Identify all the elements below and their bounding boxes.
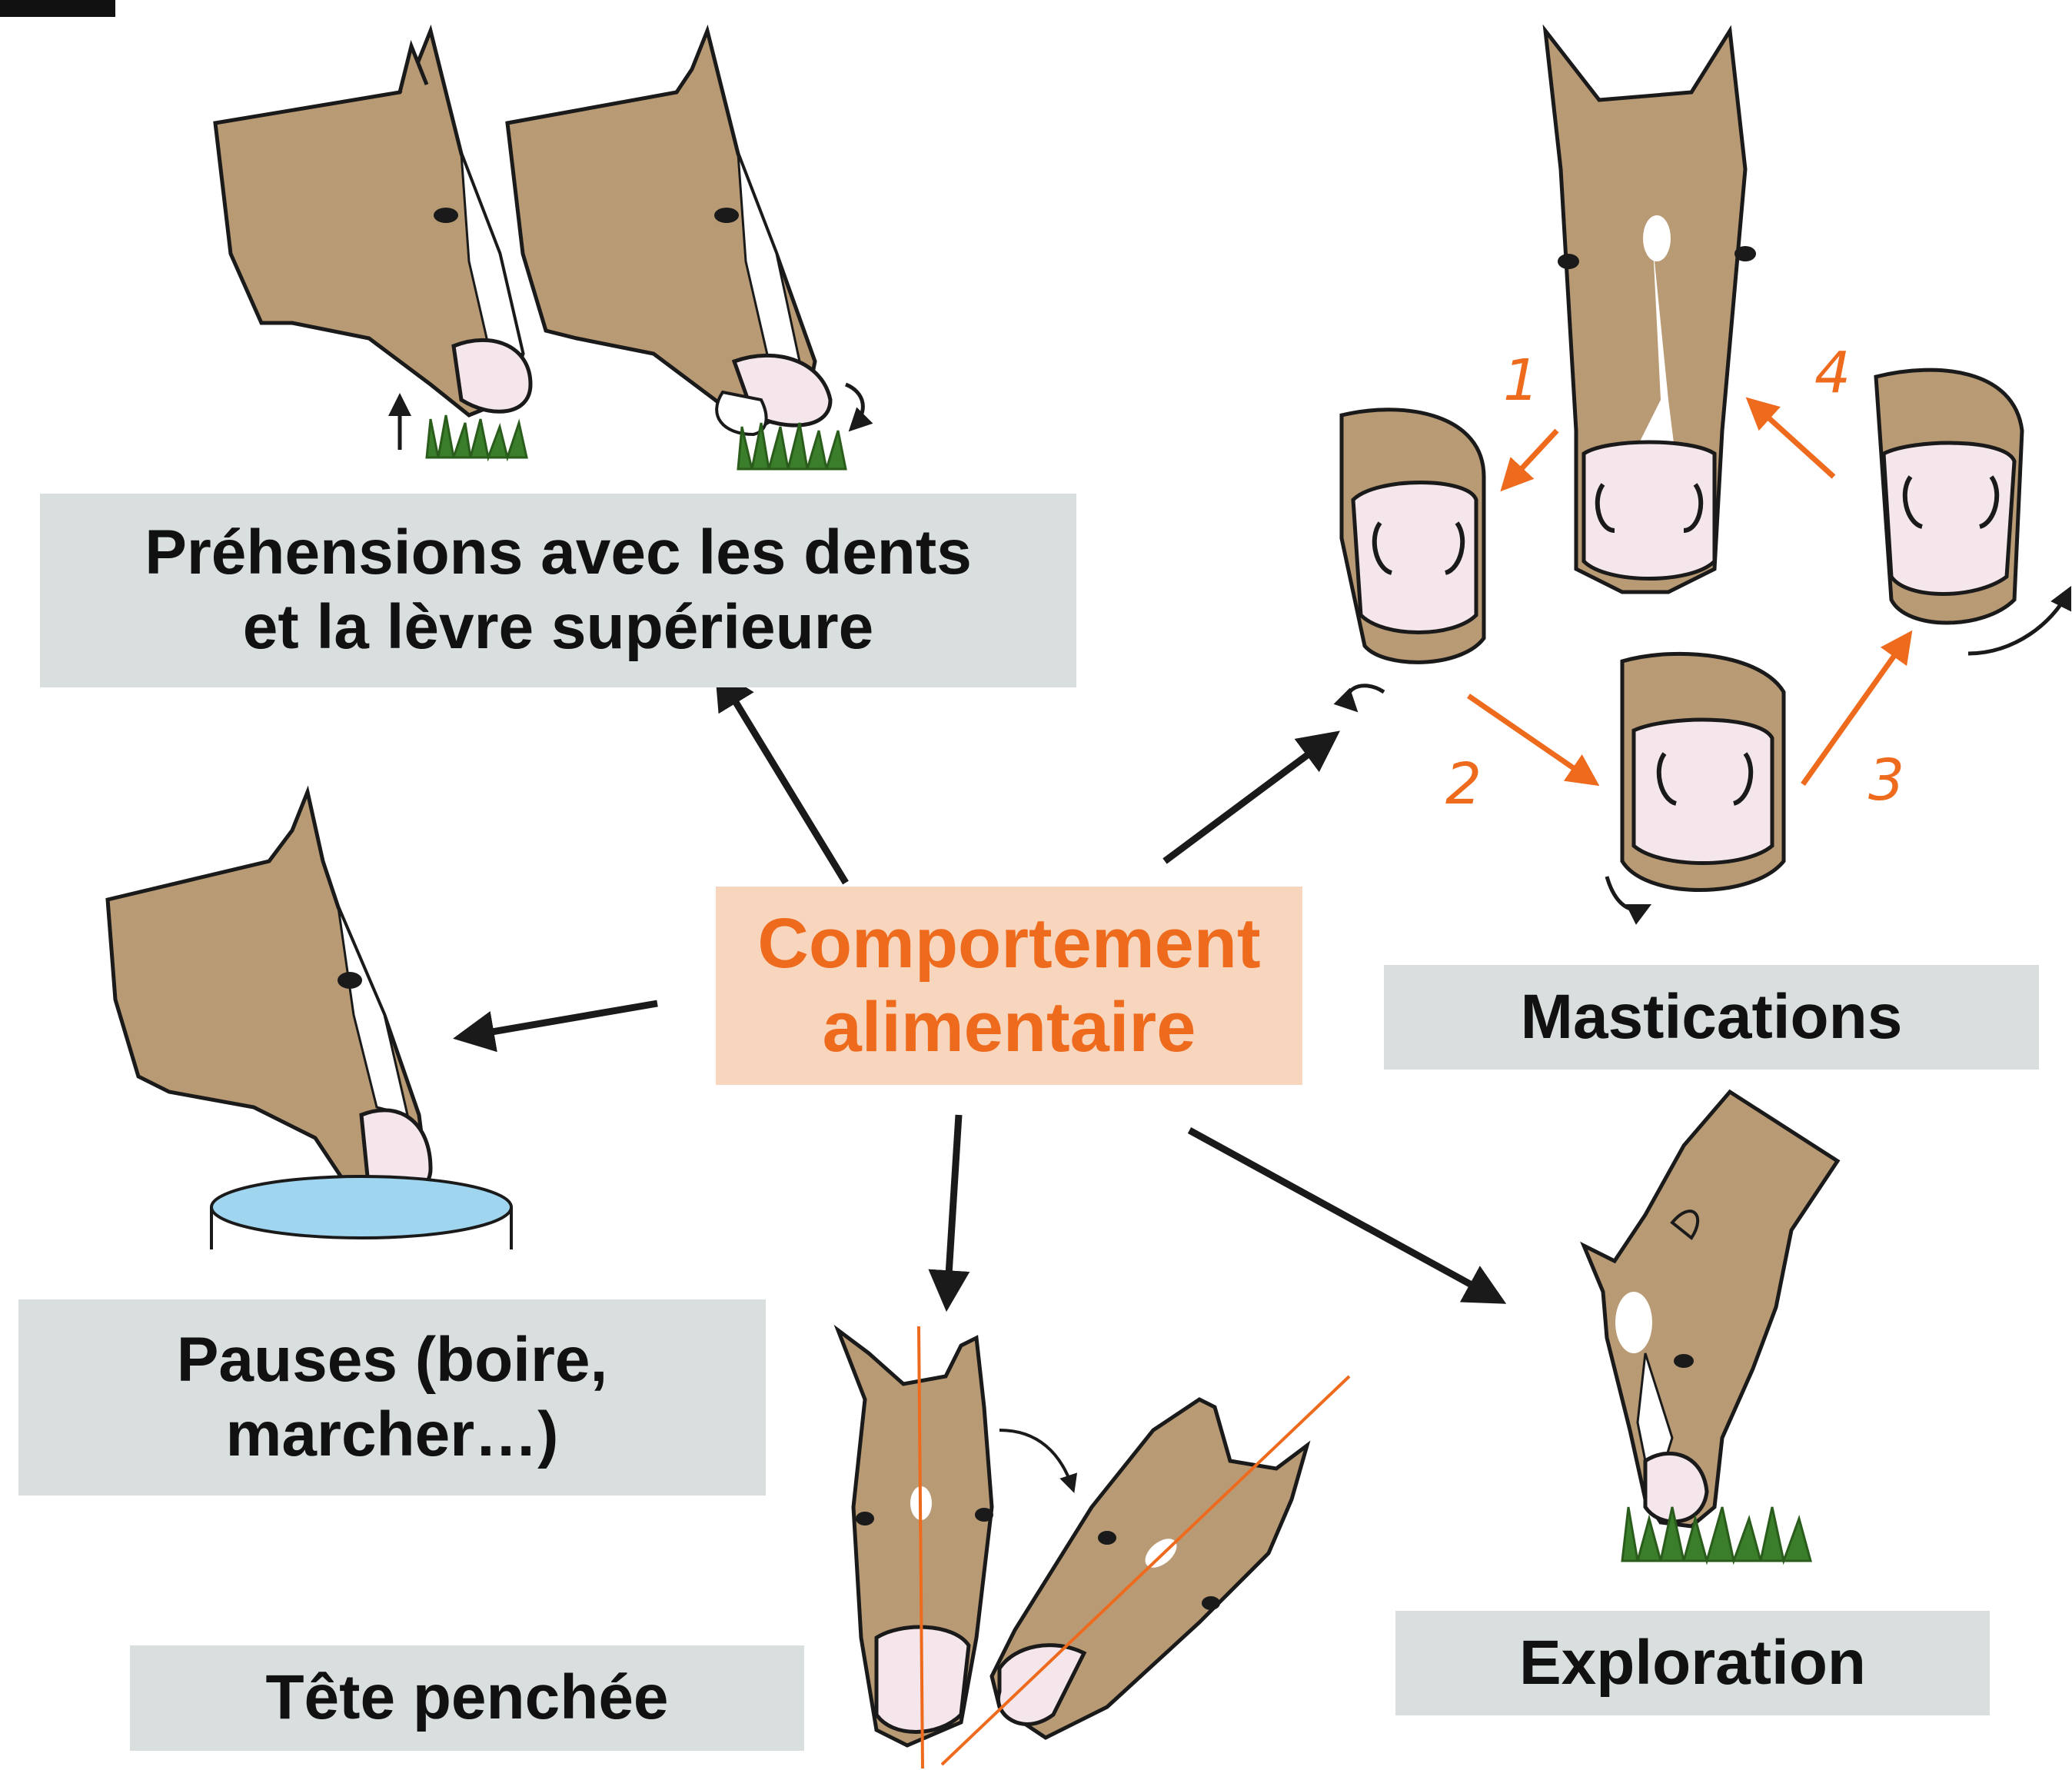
horse-head-icon	[1545, 31, 1756, 592]
crop-edge-mark	[0, 0, 115, 17]
arrow-icon	[846, 384, 863, 427]
water-bucket-icon	[211, 1176, 511, 1249]
label-prehension-line1: Préhensions avec les dents	[145, 516, 972, 591]
label-pauses: Pauses (boire, marcher…)	[18, 1299, 766, 1496]
horse-head-icon	[1584, 1092, 1838, 1526]
arrow-icon	[1753, 404, 1834, 477]
arrow-to-tete	[947, 1115, 959, 1299]
muzzle-icon	[1622, 654, 1784, 890]
sequence-number: 1	[1503, 348, 1539, 414]
label-pauses-line1: Pauses (boire,	[177, 1323, 608, 1398]
arrow-to-prehension	[721, 678, 846, 883]
arrow-to-mastication	[1165, 738, 1330, 861]
arrow-to-exploration	[1189, 1130, 1495, 1298]
center-line2: alimentaire	[823, 986, 1196, 1070]
muzzle-icon	[1876, 370, 2022, 623]
label-exploration-line1: Exploration	[1519, 1626, 1866, 1701]
arrow-icon	[999, 1430, 1073, 1488]
grass-icon	[427, 415, 527, 457]
label-mastication: Mastications	[1384, 965, 2039, 1070]
label-tete-penchee: Tête penchée	[130, 1645, 804, 1751]
horse-head-icon	[507, 31, 830, 434]
arrow-icon	[1607, 877, 1645, 910]
center-line1: Comportement	[757, 902, 1260, 986]
label-comportement-alimentaire: Comportement alimentaire	[716, 887, 1302, 1085]
label-prehension: Préhensions avec les dents et la lèvre s…	[40, 494, 1076, 687]
axis-line	[942, 1376, 1349, 1765]
arrow-icon	[1349, 686, 1384, 707]
label-pauses-line2: marcher…)	[226, 1398, 559, 1472]
label-tete-line1: Tête penchée	[265, 1661, 668, 1735]
label-exploration: Exploration	[1395, 1611, 1990, 1715]
horse-head-icon	[838, 1330, 993, 1745]
arrow-icon	[1507, 431, 1557, 484]
sequence-number: 3	[1868, 747, 1904, 813]
label-mastication-line1: Mastications	[1521, 980, 1903, 1055]
horse-head-icon	[108, 792, 431, 1199]
sequence-number: 4	[1814, 340, 1851, 406]
label-prehension-line2: et la lèvre supérieure	[243, 591, 873, 665]
arrow-to-pauses	[465, 1003, 657, 1036]
sequence-number: 2	[1445, 751, 1482, 817]
arrow-icon	[1468, 696, 1591, 780]
muzzle-icon	[1342, 410, 1484, 663]
horse-head-icon	[215, 31, 530, 415]
